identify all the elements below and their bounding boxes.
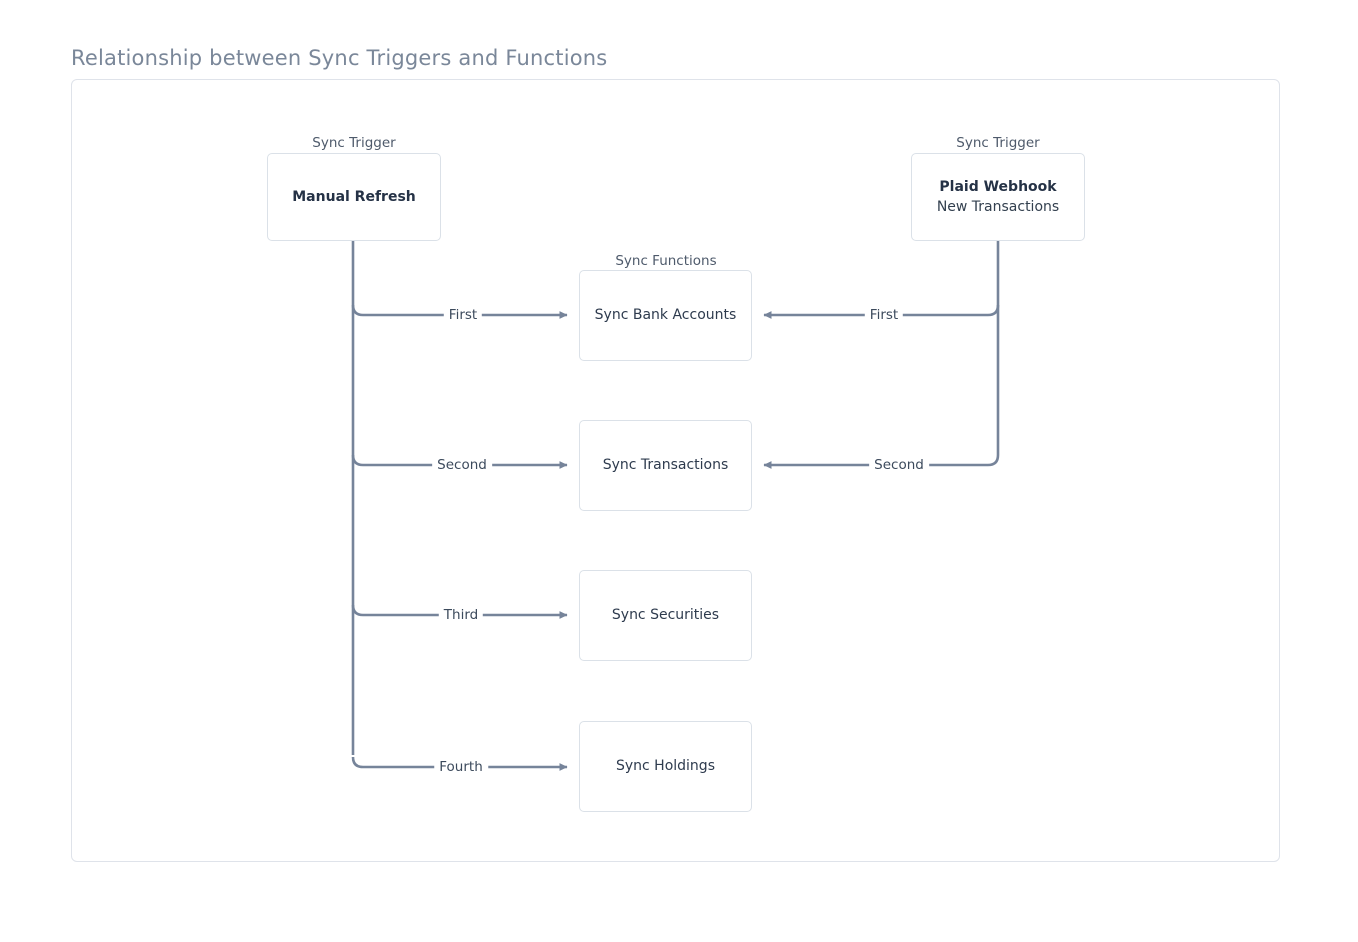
- node-sync-bank-accounts-label: Sync Bank Accounts: [594, 307, 737, 324]
- page-title: Relationship between Sync Triggers and F…: [71, 46, 608, 70]
- edge-label-manual-second: Second: [432, 457, 492, 473]
- edge-label-plaid-first: First: [864, 307, 904, 323]
- node-sync-transactions[interactable]: Sync Transactions: [579, 420, 752, 511]
- node-sync-holdings-label: Sync Holdings: [615, 758, 715, 775]
- edge-label-manual-first: First: [443, 307, 483, 323]
- node-plaid-webhook[interactable]: Plaid Webhook New Transactions: [911, 153, 1085, 241]
- caption-sync-functions: Sync Functions: [615, 253, 717, 269]
- node-manual-refresh-title: Manual Refresh: [292, 188, 416, 205]
- node-manual-refresh[interactable]: Manual Refresh: [267, 153, 441, 241]
- caption-sync-trigger-right: Sync Trigger: [956, 135, 1040, 151]
- node-sync-bank-accounts[interactable]: Sync Bank Accounts: [579, 270, 752, 361]
- edge-label-manual-third: Third: [438, 607, 484, 623]
- node-sync-transactions-label: Sync Transactions: [602, 457, 729, 474]
- node-sync-securities-label: Sync Securities: [611, 607, 720, 624]
- edge-label-plaid-second: Second: [869, 457, 929, 473]
- caption-sync-trigger-left: Sync Trigger: [312, 135, 396, 151]
- node-sync-securities[interactable]: Sync Securities: [579, 570, 752, 661]
- node-plaid-webhook-subtitle: New Transactions: [936, 199, 1060, 215]
- node-sync-holdings[interactable]: Sync Holdings: [579, 721, 752, 812]
- node-plaid-webhook-title: Plaid Webhook: [939, 178, 1057, 195]
- edge-label-manual-fourth: Fourth: [434, 759, 488, 775]
